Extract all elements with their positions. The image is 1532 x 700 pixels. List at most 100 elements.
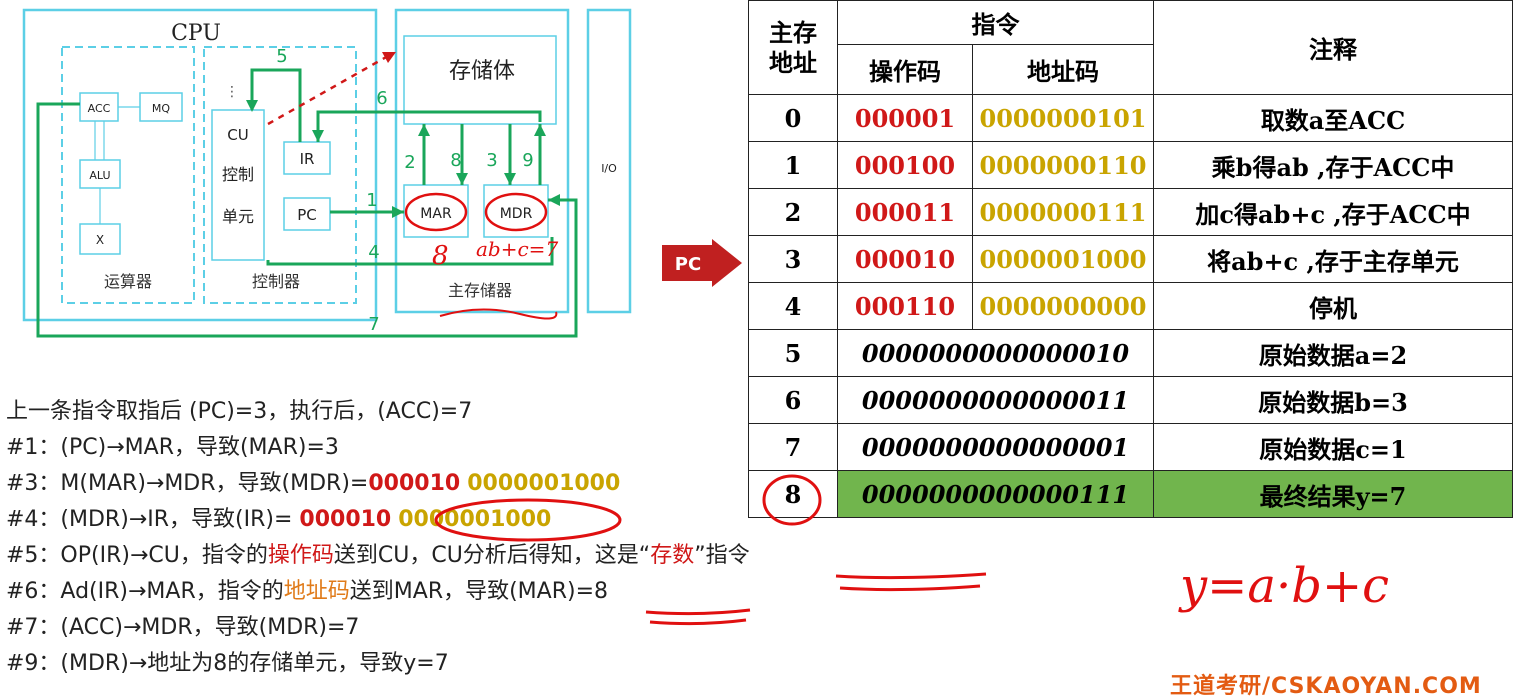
cell-opcode: 000001 <box>837 94 973 142</box>
alu-unit-label: 运算器 <box>104 272 152 291</box>
computer-architecture-diagram: CPU ACC MQ ALU X 运算器 ⋮ CU 控制 单元 IR PC 控制… <box>22 8 632 338</box>
step-9: #9：(MDR)→地址为8的存储单元，导致y=7 <box>6 651 449 676</box>
step-3-text: #3：M(MAR)→MDR，导致(MDR)= <box>6 471 369 496</box>
table-row: 1 000100 0000000110 乘b得ab ,存于ACC中 <box>748 141 1513 189</box>
table-row: 0 000001 0000000101 取数a至ACC <box>748 94 1513 142</box>
step-3-opcode: 000010 <box>368 471 461 496</box>
cell-addrcode: 0000001000 <box>972 235 1154 283</box>
step-label-4: 4 <box>368 242 379 263</box>
cell-addrcode: 0000000110 <box>972 141 1154 189</box>
cell-address: 5 <box>748 329 838 377</box>
step-label-9: 9 <box>522 150 533 171</box>
ir-label: IR <box>300 150 315 168</box>
acc-label: ACC <box>88 102 111 115</box>
header-opcode: 操作码 <box>837 44 973 95</box>
annot-mar-value: 8 <box>432 241 449 271</box>
cell-data: 0000000000000011 <box>837 376 1154 424</box>
cpu-title: CPU <box>171 21 221 46</box>
step-label-5: 5 <box>276 46 287 67</box>
cell-address: 7 <box>748 423 838 471</box>
cell-note: 加c得ab+c ,存于ACC中 <box>1153 188 1513 236</box>
cell-addrcode: 0000000111 <box>972 188 1154 236</box>
table-row: 3 000010 0000001000 将ab+c ,存于主存单元 <box>748 235 1513 283</box>
mq-label: MQ <box>152 102 170 115</box>
cell-address: 1 <box>748 141 838 189</box>
step-6: #6：Ad(IR)→MAR，指令的地址码送到MAR，导致(MAR)=8 <box>6 574 750 610</box>
cell-data: 0000000000000111 <box>837 470 1154 518</box>
cell-address: 8 <box>748 470 838 518</box>
mar-circle <box>404 192 468 232</box>
table-row: 5 0000000000000010 原始数据a=2 <box>748 329 1513 377</box>
step-annotations <box>434 498 987 626</box>
step-label-2: 2 <box>404 152 415 173</box>
cell-note: 乘b得ab ,存于ACC中 <box>1153 141 1513 189</box>
step-5-opcode: 操作码 <box>267 543 334 568</box>
ctrl-unit-label: 控制器 <box>252 272 300 291</box>
cell-opcode: 000011 <box>837 188 973 236</box>
table-row: 6 0000000000000011 原始数据b=3 <box>748 376 1513 424</box>
storage-label: 存储体 <box>449 59 515 84</box>
cell-note: 停机 <box>1153 282 1513 330</box>
step-6-text-b: 送到MAR，导致(MAR)=8 <box>349 579 609 604</box>
control-group <box>203 46 357 304</box>
pc-pointer-arrow: PC <box>662 239 742 287</box>
cell-data: 0000000000000001 <box>837 423 1154 471</box>
step-label-1: 1 <box>366 190 377 211</box>
table-row: 2 000011 0000000111 加c得ab+c ,存于ACC中 <box>748 188 1513 236</box>
cell-address: 6 <box>748 376 838 424</box>
header-instruction: 指令 <box>837 0 1154 45</box>
alu-group <box>61 46 195 304</box>
step-5: #5：OP(IR)→CU，指令的操作码送到CU，CU分析后得知，这是“存数”指令 <box>6 538 750 574</box>
cell-opcode: 000110 <box>837 282 973 330</box>
step-6-addrcode: 地址码 <box>283 579 350 604</box>
step-7: #7：(ACC)→MDR，导致(MDR)=7 <box>6 615 360 640</box>
storage-box <box>403 35 557 125</box>
dots: ⋮ <box>225 84 239 100</box>
step-label-7: 7 <box>368 314 379 335</box>
step-label-8: 8 <box>450 150 461 171</box>
step-label-3: 3 <box>486 150 497 171</box>
main-memory-box <box>394 8 570 314</box>
ctrl-label-2: 单元 <box>222 207 254 226</box>
step-4-addrcode: 0000001000 <box>398 507 552 532</box>
cu-box <box>211 109 265 261</box>
cell-addrcode: 0000000000 <box>972 282 1154 330</box>
cell-opcode: 000100 <box>837 141 973 189</box>
alu-label: ALU <box>89 169 110 182</box>
header-note: 注释 <box>1153 0 1513 95</box>
cell-addrcode: 0000000101 <box>972 94 1154 142</box>
io-label: I/O <box>601 162 617 175</box>
cpu-box <box>22 8 378 322</box>
cu-label: CU <box>227 126 248 144</box>
step-label-6: 6 <box>376 88 387 109</box>
annot-mdr-value: ab+c=7 <box>476 237 558 261</box>
cell-address: 4 <box>748 282 838 330</box>
memory-table: 主存 地址 指令 注释 操作码 地址码 0 000001 0000000101 … <box>748 0 1513 518</box>
header-address: 主存 地址 <box>748 0 838 95</box>
cell-address: 3 <box>748 235 838 283</box>
table-row: 4 000110 0000000000 停机 <box>748 282 1513 330</box>
pc-box <box>283 197 331 231</box>
ctrl-label-1: 控制 <box>222 165 254 184</box>
cell-opcode: 000010 <box>837 235 973 283</box>
execution-steps: 上一条指令取指后 (PC)=3，执行后，(ACC)=7 #1：(PC)→MAR，… <box>6 394 750 682</box>
step-3: #3：M(MAR)→MDR，导致(MDR)=000010 0000001000 <box>6 466 750 502</box>
cell-note: 原始数据b=3 <box>1153 376 1513 424</box>
cell-note: 最终结果y=7 <box>1153 470 1513 518</box>
mdr-label: MDR <box>500 206 533 222</box>
step-4: #4：(MDR)→IR，导致(IR)= 000010 0000001000 <box>6 502 750 538</box>
cell-note: 将ab+c ,存于主存单元 <box>1153 235 1513 283</box>
step-intro: 上一条指令取指后 (PC)=3，执行后，(ACC)=7 <box>6 399 473 424</box>
pc-label: PC <box>297 206 317 224</box>
cell-note: 原始数据c=1 <box>1153 423 1513 471</box>
ir-box <box>283 141 331 175</box>
step-4-text: #4：(MDR)→IR，导致(IR)= <box>6 507 300 532</box>
x-label: X <box>96 233 104 247</box>
step-1: #1：(PC)→MAR，导致(MAR)=3 <box>6 435 339 460</box>
step-5-store: 存数 <box>650 543 695 568</box>
main-memory-label: 主存储器 <box>448 281 512 300</box>
alu-box <box>79 159 121 189</box>
cell-data: 0000000000000010 <box>837 329 1154 377</box>
cell-address: 2 <box>748 188 838 236</box>
step-6-text: #6：Ad(IR)→MAR，指令的 <box>6 579 284 604</box>
